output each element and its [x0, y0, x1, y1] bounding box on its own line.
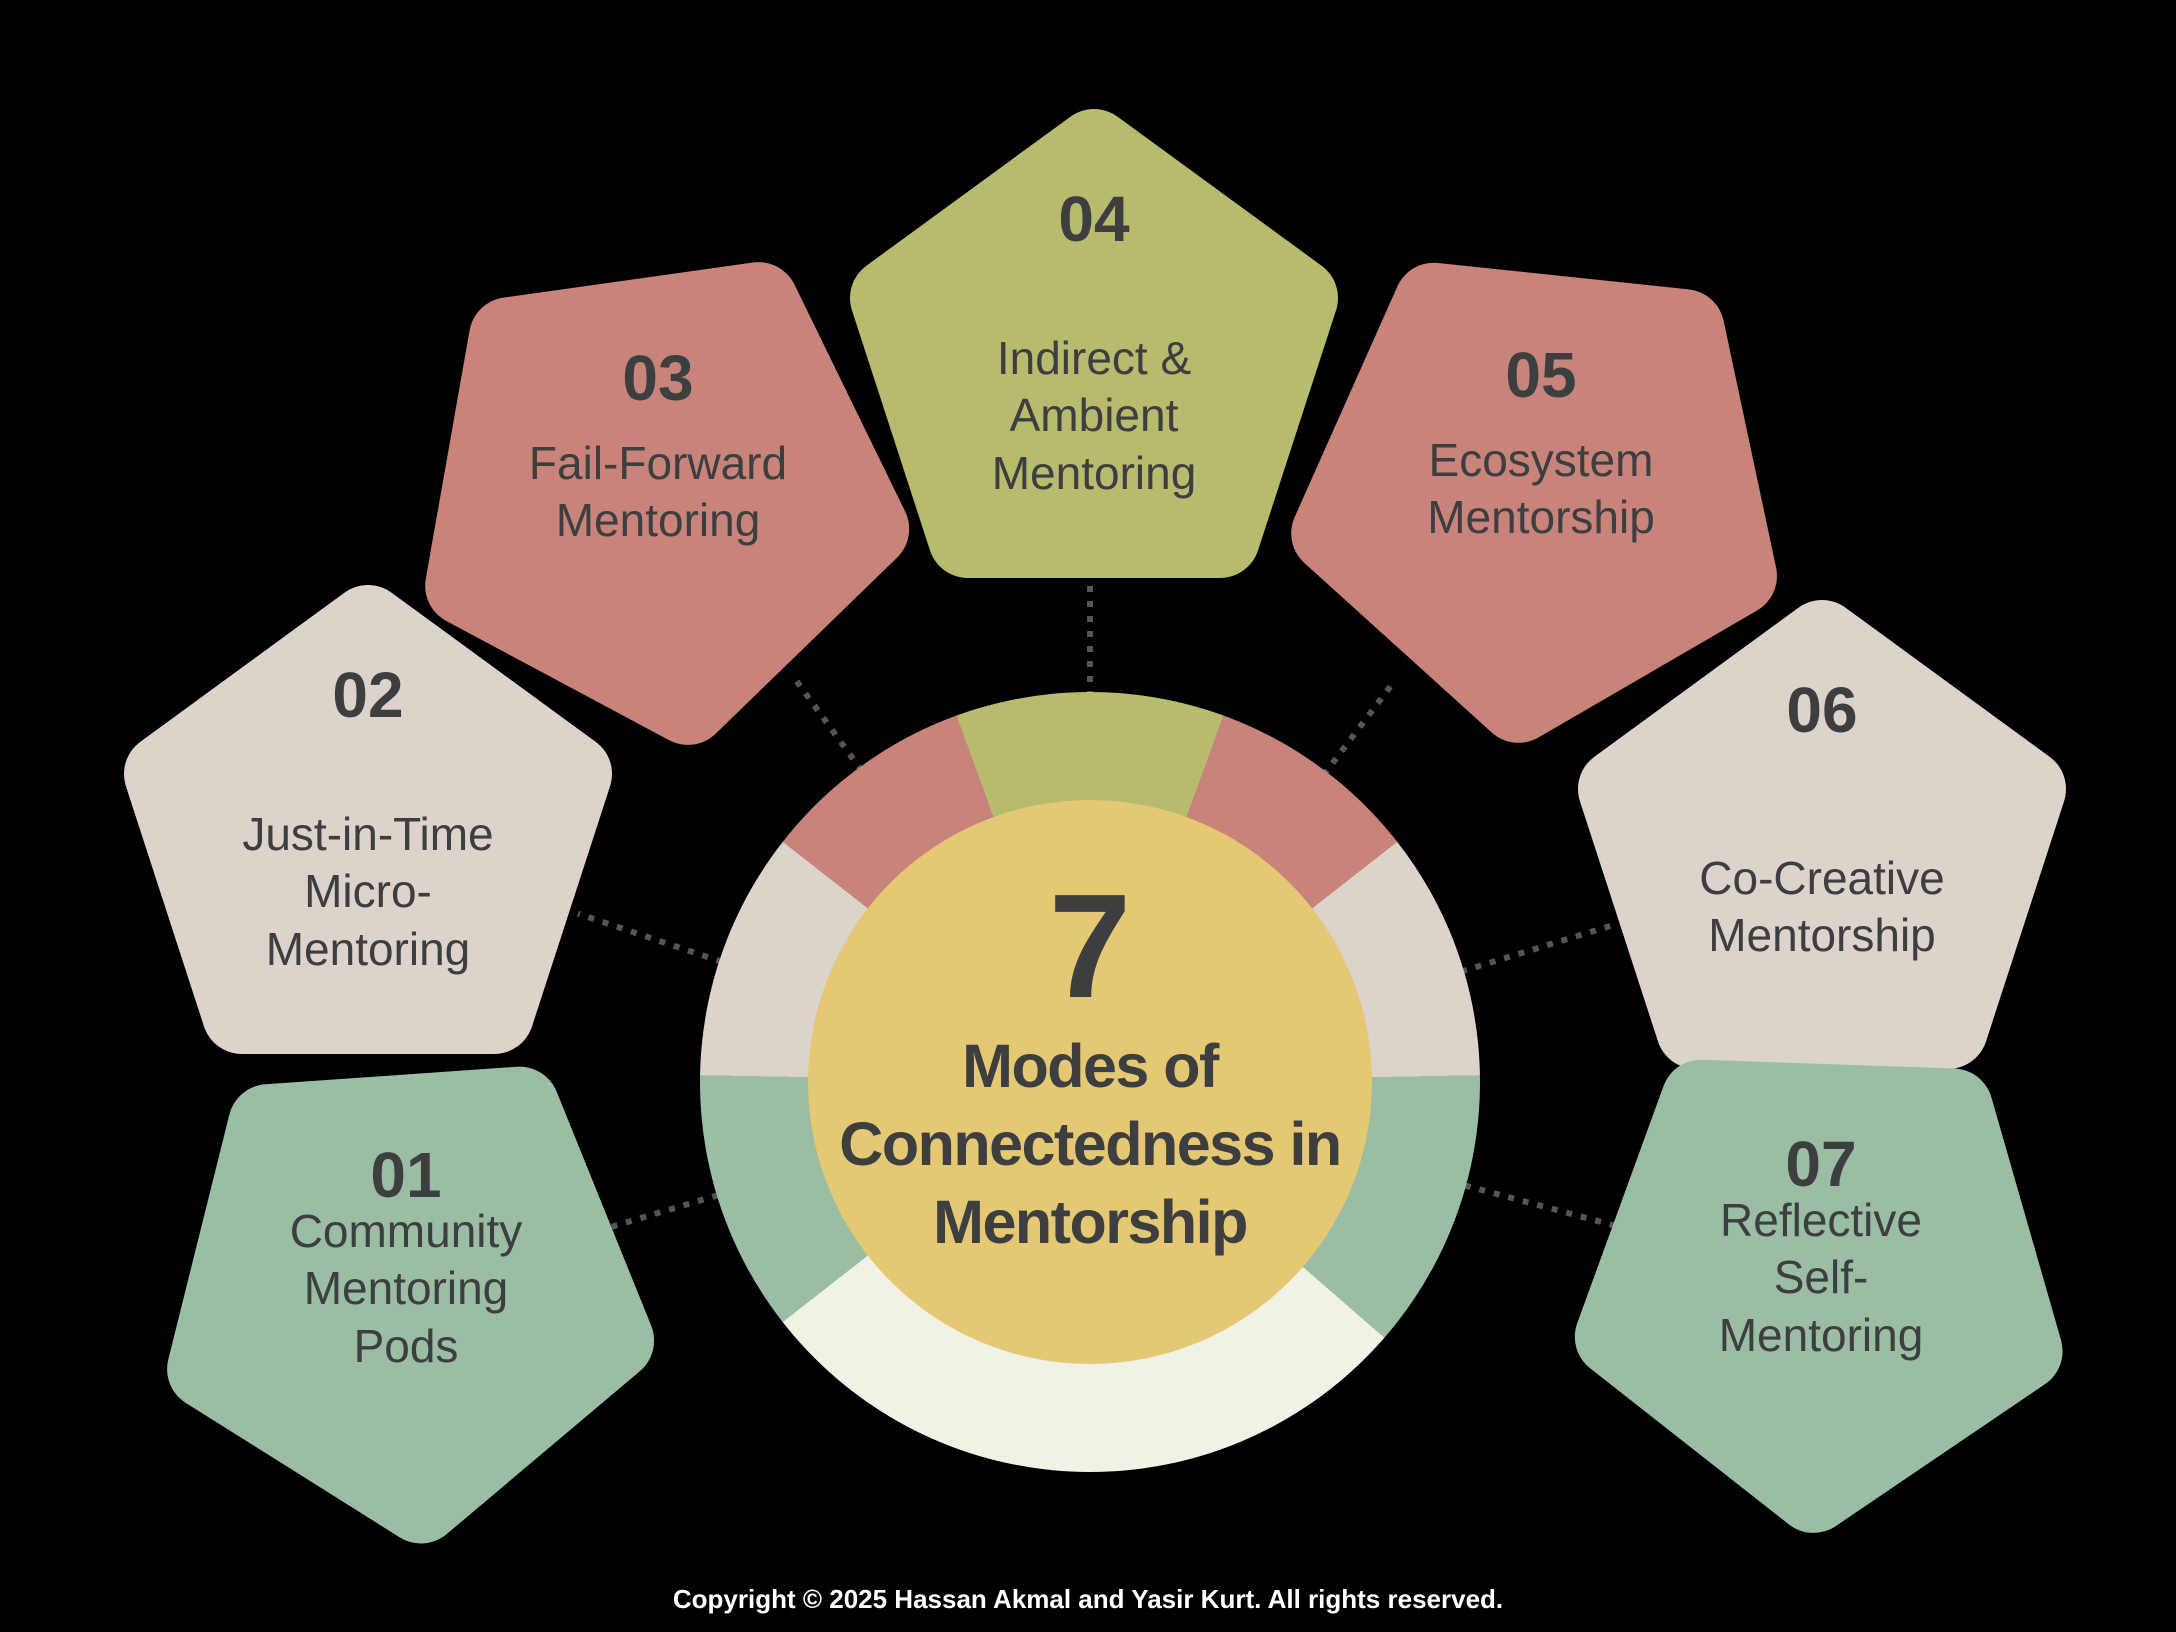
- pentagon-text: 01 Community Mentoring Pods: [146, 1029, 666, 1549]
- pentagon-label: Fail-Forward Mentoring: [528, 436, 788, 546]
- pentagon-label: Just-in-Time Micro- Mentoring: [242, 808, 494, 975]
- copyright-notice: Copyright © 2025 Hassan Akmal and Yasir …: [672, 1584, 1504, 1614]
- pentagon-07-reflective-self-mentoring: 07 Reflective Self- Mentoring: [1561, 1018, 2081, 1538]
- pentagon-label: Ecosystem Mentorship: [1427, 433, 1655, 543]
- pentagon-text: 02 Just-in-Time Micro- Mentoring: [108, 580, 628, 1100]
- pentagon-number: 01: [370, 1139, 442, 1212]
- pentagon-text: 04 Indirect & Ambient Mentoring: [834, 104, 1354, 624]
- pentagon-text: 05 Ecosystem Mentorship: [1281, 229, 1801, 749]
- pentagon-label: Community Mentoring Pods: [289, 1205, 523, 1372]
- pentagon-06-co-creative-mentorship: 06 Co-Creative Mentorship: [1562, 595, 2082, 1115]
- pentagon-shape: [124, 585, 612, 1054]
- pentagon-shape: [850, 109, 1338, 578]
- pentagon-label: Reflective Self- Mentoring: [1718, 1194, 1924, 1361]
- pentagon-number: 02: [332, 659, 404, 731]
- pentagon-text: 07 Reflective Self- Mentoring: [1561, 1018, 2081, 1538]
- pentagon-shape: [1291, 262, 1777, 743]
- pentagon-text: 06 Co-Creative Mentorship: [1562, 595, 2082, 1115]
- pentagon-shape: [1578, 600, 2066, 1069]
- pentagon-label: Indirect & Ambient Mentoring: [991, 332, 1197, 499]
- pentagon-shape: [167, 1066, 655, 1544]
- pentagon-04-indirect-ambient-mentoring: 04 Indirect & Ambient Mentoring: [834, 104, 1354, 624]
- pentagon-label: Co-Creative Mentorship: [1699, 851, 1945, 961]
- hub-title: Modes of Connectedness in Mentorship: [839, 1032, 1342, 1257]
- pentagon-05-ecosystem-mentorship: 05 Ecosystem Mentorship: [1281, 229, 1801, 749]
- hub-number: 7: [1048, 863, 1132, 1029]
- pentagon-03-fail-forward-mentoring: 03 Fail-Forward Mentoring: [398, 232, 918, 752]
- pentagon-shape: [1574, 1059, 2063, 1533]
- pentagon-02-just-in-time-micro-mentoring: 02 Just-in-Time Micro- Mentoring: [108, 580, 628, 1100]
- pentagon-shape: [425, 262, 910, 745]
- pentagon-number: 03: [622, 342, 694, 415]
- pentagon-text: 03 Fail-Forward Mentoring: [398, 232, 918, 752]
- pentagon-number: 05: [1505, 339, 1577, 412]
- hub-core-circle: 7 Modes of Connectedness in Mentorship: [808, 800, 1372, 1364]
- pentagon-number: 06: [1786, 674, 1858, 746]
- pentagon-number: 04: [1058, 183, 1130, 255]
- pentagon-01-community-mentoring-pods: 01 Community Mentoring Pods: [146, 1029, 666, 1549]
- pentagon-number: 07: [1785, 1128, 1857, 1201]
